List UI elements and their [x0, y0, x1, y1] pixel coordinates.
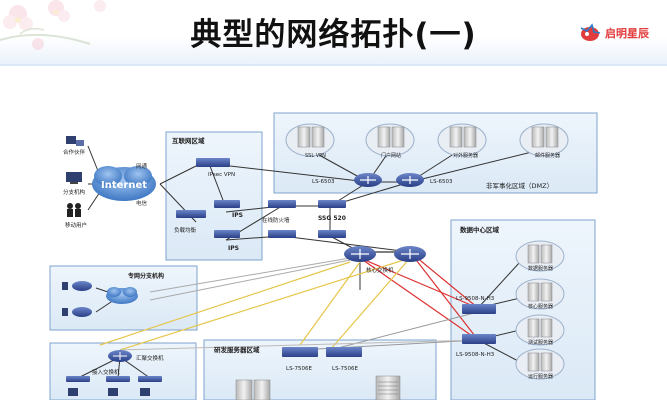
star-logo-icon — [580, 23, 601, 41]
ips-device-2: IPS — [214, 230, 240, 252]
ls9508-b-switch: LS-9508-N-H3 — [456, 334, 496, 358]
branch-cloud-icon — [106, 287, 138, 304]
unicom-link-label: 网通 — [136, 162, 148, 170]
zone-dmz-title: 非军事化区域（DMZ） — [486, 181, 553, 190]
ls6503-b-switch: LS-6503 — [396, 173, 453, 187]
agg-switch-label: 汇聚交换机 — [136, 354, 164, 362]
ips2-label: IPS — [228, 245, 239, 252]
dmz-server-2-label: 门户网站 — [381, 152, 401, 159]
dmz-server-3-label: 对外服务器 — [453, 152, 478, 159]
zone-internet — [165, 131, 263, 261]
ssg520-device: SSG 520 — [318, 200, 346, 238]
agg-switch-icon: 汇聚交换机 — [108, 350, 164, 362]
flower-decoration — [0, 0, 106, 50]
ssl-vpn-label: SSL VPN — [305, 153, 326, 159]
branch-org-icon: 分支机构 — [63, 172, 86, 196]
ls7506e-b-label: LS-7506E — [332, 366, 359, 372]
load-balancer-label: 负载均衡 — [174, 226, 197, 234]
dmz-server-2: 门户网站 — [365, 123, 415, 159]
ips1-label: IPS — [232, 212, 243, 219]
ls9508-b-label: LS-9508-N-H3 — [456, 352, 495, 358]
firewall-label: 在线防火墙 — [262, 216, 290, 224]
ipsec-vpn-device: IPsec VPN — [196, 158, 235, 178]
dc-server-2: 核心服务器 — [515, 278, 565, 310]
core-switch-b — [394, 246, 426, 262]
ipsec-vpn-label: IPsec VPN — [208, 172, 235, 178]
dmz-server-3: 对外服务器 — [437, 123, 487, 159]
branch-org-label: 分支机构 — [63, 188, 86, 196]
internet-label: Internet — [101, 180, 147, 191]
rnd-servers — [235, 375, 401, 401]
partner-label: 合作伙伴 — [63, 148, 86, 156]
ls6503-b-label: LS-6503 — [430, 179, 453, 185]
ls7506e-a-switch: LS-7506E — [282, 347, 318, 372]
logo-text: 启明星辰 — [605, 27, 649, 40]
ls9508-a-label: LS-9508-N-H3 — [456, 296, 495, 302]
dc-server-3: 测试服务器 — [515, 314, 565, 346]
slide-header: 典型的网络拓扑(一) 启明星辰 — [0, 0, 667, 66]
dc-server-3-label: 测试服务器 — [528, 339, 553, 346]
core-switch-a — [344, 246, 376, 262]
header-divider — [0, 64, 667, 66]
zone-datacenter-title: 数据中心区域 — [460, 225, 500, 234]
brand-logo: 启明星辰 — [578, 22, 649, 44]
telecom-link-label: 电信 — [136, 199, 148, 207]
access-switch-label: 接入交换机 — [92, 368, 120, 376]
network-topology-diagram: Internet 合作伙伴 分支机构 移动用户 网通 电信 互联网区域 IPse… — [0, 66, 667, 401]
internet-cloud-icon: Internet — [92, 166, 156, 201]
dc-server-4-label: 运行服务器 — [528, 373, 553, 380]
zone-internet-title: 互联网区域 — [172, 136, 205, 145]
branch-router-icon — [62, 281, 92, 317]
dmz-server-4: 邮件服务器 — [519, 123, 569, 159]
ls6503-a-label: LS-6503 — [312, 179, 335, 185]
mobile-user-icon: 移动用户 — [65, 203, 87, 229]
ls7506e-a-label: LS-7506E — [286, 366, 313, 372]
dc-server-1-label: 数据服务器 — [528, 265, 553, 272]
dc-server-1: 数据服务器 — [515, 240, 565, 272]
zone-rnd-title: 研发服务器区域 — [214, 345, 260, 354]
page-title: 典型的网络拓扑(一) — [190, 17, 477, 53]
zone-branch-title: 专网分支机构 — [128, 272, 164, 280]
firewall-device-a: 在线防火墙 — [262, 200, 296, 238]
ssl-vpn-server: SSL VPN — [285, 123, 335, 159]
dc-server-2-label: 核心服务器 — [528, 303, 553, 310]
core-switch-label: 核心交换机 — [366, 266, 394, 274]
mobile-label: 移动用户 — [65, 221, 87, 229]
ssg520-label: SSG 520 — [318, 215, 346, 222]
ls6503-a-switch: LS-6503 — [312, 173, 382, 187]
dmz-server-4-label: 邮件服务器 — [535, 152, 560, 159]
ips-device-1: IPS — [214, 200, 243, 219]
dc-server-4: 运行服务器 — [515, 348, 565, 380]
access-switch-icons: 接入交换机 — [66, 368, 162, 396]
ls9508-a-switch: LS-9508-N-H3 — [456, 296, 496, 314]
partner-user-icon: 合作伙伴 — [63, 136, 86, 156]
load-balancer-device: 负载均衡 — [174, 210, 206, 234]
ls7506e-b-switch: LS-7506E — [326, 347, 362, 372]
